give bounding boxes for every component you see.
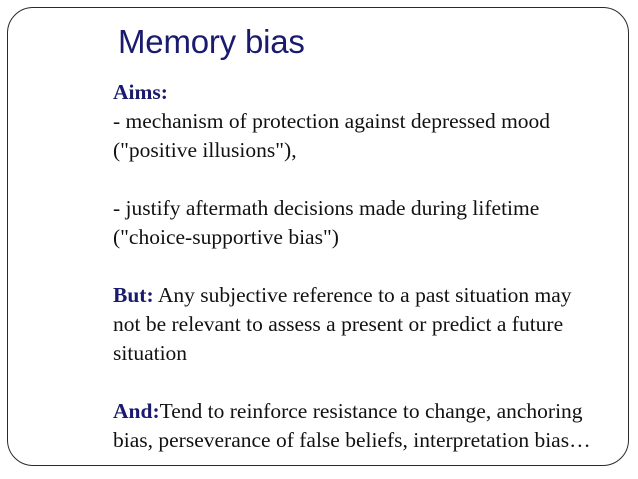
text-line: And:Tend to reinforce resistance to chan… — [113, 397, 621, 426]
text-block-and: And:Tend to reinforce resistance to chan… — [113, 397, 621, 455]
block-lead-label: But: — [113, 283, 154, 307]
paragraph-spacer — [113, 368, 621, 397]
text-line: situation — [113, 341, 188, 365]
text-line: - justify aftermath decisions made durin… — [113, 196, 540, 220]
block-lead-label: And: — [113, 399, 160, 423]
text-block-aims: Aims: - mechanism of protection against … — [113, 78, 621, 165]
text-block-justify: - justify aftermath decisions made durin… — [113, 194, 621, 252]
block-lead-label: Aims: — [113, 80, 168, 104]
text-line: bias, perseverance of false beliefs, int… — [113, 428, 591, 452]
text-line-content: Tend to reinforce resistance to change, … — [159, 399, 583, 423]
text-line-content: Any subjective reference to a past situa… — [157, 283, 572, 307]
page-title: Memory bias — [118, 23, 305, 60]
paragraph-spacer — [113, 165, 621, 194]
text-block-but: But: Any subjective reference to a past … — [113, 281, 621, 368]
slide-frame-border — [7, 7, 629, 466]
slide-body-text: Aims: - mechanism of protection against … — [113, 78, 621, 455]
text-line: not be relevant to assess a present or p… — [113, 312, 564, 336]
text-line: ("positive illusions"), — [113, 138, 297, 162]
text-line: Aims: — [113, 78, 621, 107]
text-line: ("choice-supportive bias") — [113, 225, 339, 249]
text-line: But: Any subjective reference to a past … — [113, 281, 621, 310]
paragraph-spacer — [113, 252, 621, 281]
text-line: - mechanism of protection against depres… — [113, 109, 551, 133]
